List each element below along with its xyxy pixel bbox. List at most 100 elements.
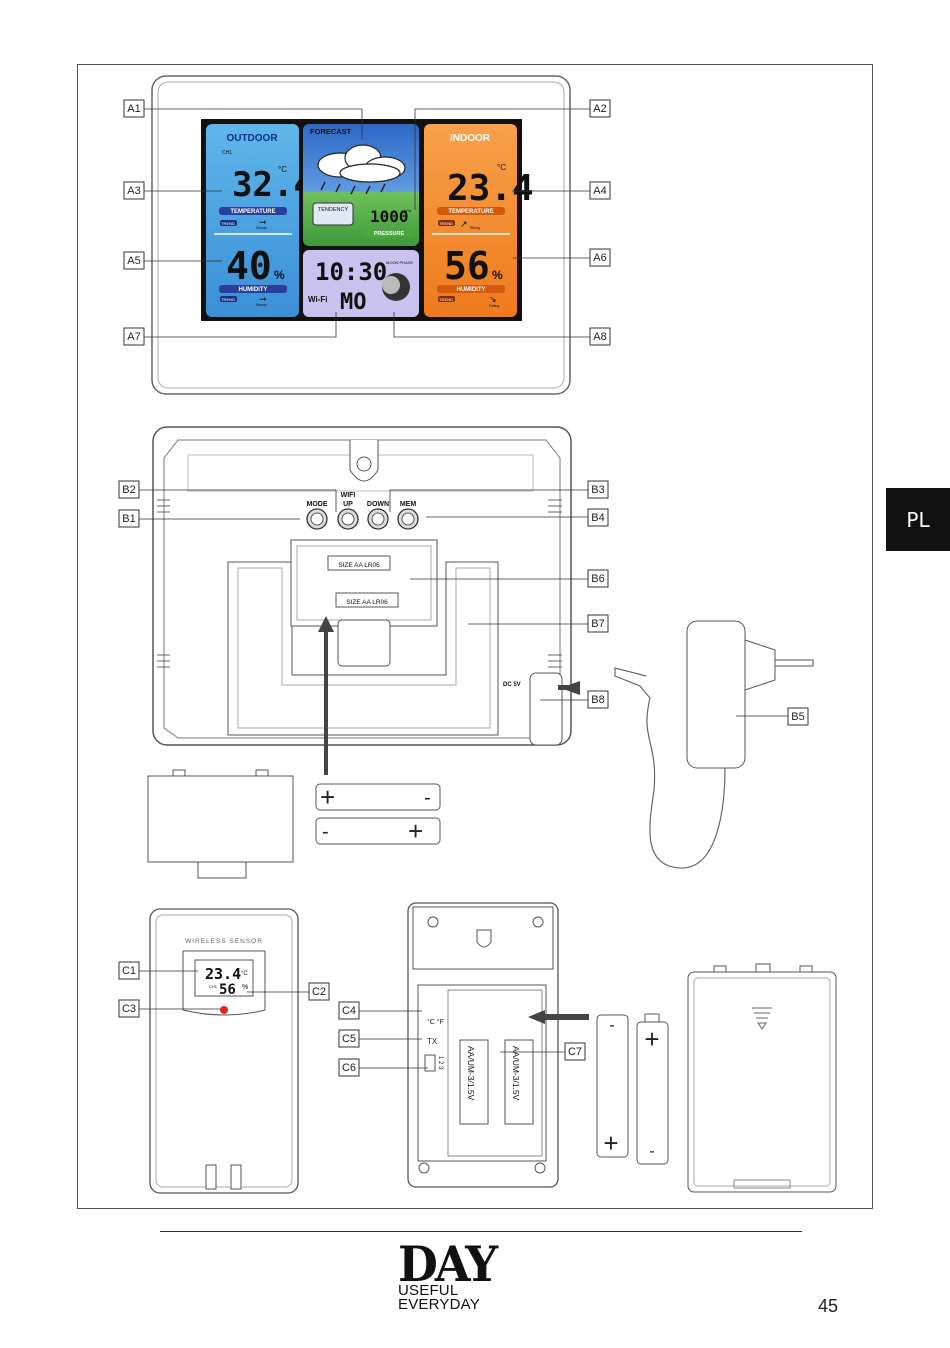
front-view: OUTDOOR CH1 32.4 °C TEMPERATURE TREND ➞ … bbox=[123, 75, 611, 395]
svg-text:+: + bbox=[603, 1128, 618, 1158]
page-number: 45 bbox=[818, 1296, 839, 1316]
language-tab: PL bbox=[886, 488, 950, 551]
callout-b5: B5 bbox=[791, 711, 804, 723]
indoor-temp: 23.4 bbox=[447, 168, 534, 209]
callout-c1: C1 bbox=[122, 965, 136, 977]
indoor-panel bbox=[424, 124, 517, 317]
footer-rule bbox=[160, 1231, 802, 1232]
svg-text:°C: °C bbox=[497, 163, 506, 172]
sensor-back: AA/UM-3/1.5V AA/UM-3/1.5V °C °F TX 1 2 3 bbox=[407, 902, 589, 1188]
indoor-humidity-label: HUMIDITY bbox=[457, 287, 486, 293]
wifi-up-label: UP bbox=[343, 501, 353, 508]
mode-label: MODE bbox=[307, 501, 328, 508]
channel-switch bbox=[424, 1054, 436, 1072]
callout-b6: B6 bbox=[591, 573, 604, 585]
callout-a6: A6 bbox=[593, 252, 606, 264]
callout-c2: C2 bbox=[312, 986, 326, 998]
sensor-front: WIRELESS SENSOR 23.4 °C CH1 56 % bbox=[149, 908, 299, 1194]
outdoor-humidity: 40 bbox=[226, 244, 272, 288]
pressure-label: PRESSURE bbox=[374, 231, 405, 237]
outdoor-temperature-label: TEMPERATURE bbox=[230, 209, 275, 215]
svg-text:CH1: CH1 bbox=[209, 984, 218, 989]
svg-text:-: - bbox=[322, 821, 329, 843]
weekday: MO bbox=[340, 290, 367, 315]
page-frame bbox=[77, 64, 873, 1209]
svg-text:AA/UM-3/1.5V: AA/UM-3/1.5V bbox=[466, 1046, 476, 1101]
outdoor-title: OUTDOOR bbox=[226, 133, 278, 144]
time-panel bbox=[303, 250, 419, 317]
callout-a3: A3 bbox=[127, 185, 140, 197]
svg-text:hPa: hPa bbox=[404, 208, 412, 213]
svg-text:➞: ➞ bbox=[259, 217, 267, 227]
power-adapter bbox=[614, 620, 814, 869]
back-view: MODE WIFI UP DOWN MEM SIZE AA LR06 SIZE … bbox=[118, 426, 814, 879]
svg-text:↗: ↗ bbox=[460, 219, 468, 229]
indoor-humidity: 56 bbox=[444, 244, 490, 288]
callout-c5: C5 bbox=[342, 1033, 356, 1045]
callout-b8: B8 bbox=[591, 694, 604, 706]
forecast-panel bbox=[303, 124, 419, 246]
dc-label: DC 5V bbox=[503, 682, 521, 688]
callout-a1: A1 bbox=[127, 103, 140, 115]
outdoor-temp: 32.4 bbox=[232, 165, 314, 205]
brand-tagline-2: EVERYDAY bbox=[398, 1296, 480, 1313]
callout-b2: B2 bbox=[122, 484, 135, 496]
svg-text:°C °F: °C °F bbox=[427, 1018, 444, 1026]
sensor-temp: 23.4 bbox=[205, 965, 241, 983]
sensor-title: WIRELESS SENSOR bbox=[185, 938, 263, 945]
indoor-temperature-label: TEMPERATURE bbox=[448, 209, 493, 215]
svg-text:Steady: Steady bbox=[256, 303, 267, 307]
callout-c6: C6 bbox=[342, 1062, 356, 1074]
aa-battery-1: +- bbox=[315, 782, 441, 812]
callout-a2: A2 bbox=[593, 103, 606, 115]
battery-cover bbox=[147, 775, 294, 863]
callout-a4: A4 bbox=[593, 185, 606, 197]
transmit-led bbox=[220, 1006, 228, 1014]
svg-text:1 2 3: 1 2 3 bbox=[437, 1056, 443, 1070]
svg-text:TREND: TREND bbox=[221, 297, 235, 302]
indoor-title: INDOOR bbox=[450, 133, 491, 144]
svg-text:SIZE AA LR06: SIZE AA LR06 bbox=[346, 599, 388, 606]
svg-text:%: % bbox=[492, 268, 503, 282]
tx-button-label: TX bbox=[427, 1037, 438, 1046]
sensor-cover bbox=[687, 963, 837, 1193]
svg-text:+: + bbox=[320, 782, 335, 812]
svg-text:+: + bbox=[644, 1024, 659, 1054]
callout-b3: B3 bbox=[591, 484, 604, 496]
battery-compartment bbox=[290, 539, 438, 627]
outdoor-humidity-label: HUMIDITY bbox=[239, 287, 268, 293]
svg-text:+: + bbox=[408, 816, 423, 846]
svg-text:Falling: Falling bbox=[489, 304, 499, 308]
down-label: DOWN bbox=[367, 501, 389, 508]
svg-text:↘: ↘ bbox=[489, 294, 497, 304]
callout-c4: C4 bbox=[342, 1005, 356, 1017]
callout-a7: A7 bbox=[127, 331, 140, 343]
svg-text:WIFI: WIFI bbox=[341, 492, 356, 499]
cloud-rain-icon bbox=[317, 144, 406, 183]
forecast-title: FORECAST bbox=[310, 127, 352, 136]
svg-text:%: % bbox=[274, 268, 285, 282]
callout-b1: B1 bbox=[122, 513, 135, 525]
callout-b4: B4 bbox=[591, 512, 604, 524]
wifi-label: Wi-Fi bbox=[308, 295, 327, 304]
svg-text:-: - bbox=[609, 1017, 614, 1034]
svg-text:SIZE AA LR06: SIZE AA LR06 bbox=[338, 562, 380, 569]
clock-time: 10:30 bbox=[315, 258, 387, 286]
svg-text:AA/UM-3/1.5V: AA/UM-3/1.5V bbox=[511, 1046, 521, 1101]
brand-logo: DAY USEFUL EVERYDAY bbox=[398, 1235, 510, 1313]
svg-text:TREND: TREND bbox=[439, 297, 453, 302]
callout-a5: A5 bbox=[127, 255, 140, 267]
brand-mark: DAY bbox=[398, 1235, 498, 1293]
callout-b7: B7 bbox=[591, 618, 604, 630]
aa-battery-2: -+ bbox=[315, 816, 441, 846]
callout-c3: C3 bbox=[122, 1003, 136, 1015]
callout-c7: C7 bbox=[568, 1046, 582, 1058]
sensor-humidity: 56 bbox=[219, 982, 236, 998]
channel-label: CH1 bbox=[222, 150, 232, 156]
callout-a8: A8 bbox=[593, 331, 606, 343]
outdoor-trend-label: TREND bbox=[221, 221, 235, 226]
svg-text:-: - bbox=[649, 1143, 654, 1160]
svg-text:°C: °C bbox=[241, 971, 248, 977]
brand-tagline-1: USEFUL bbox=[398, 1282, 459, 1299]
